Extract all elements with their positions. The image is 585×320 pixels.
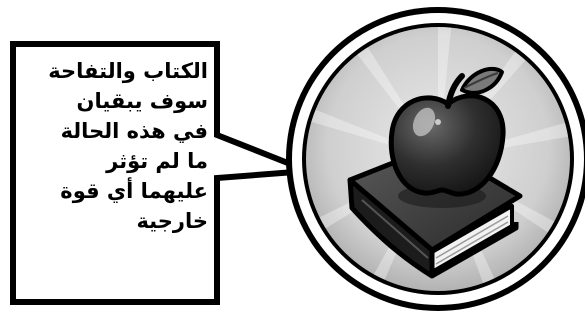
callout-line: الكتاب والتفاحة [24, 56, 208, 86]
callout-line: في هذه الحالة [24, 116, 208, 146]
callout-line: خارجية [24, 206, 208, 236]
callout-text: الكتاب والتفاحة سوف يبقيان في هذه الحالة… [24, 56, 208, 236]
callout-line: ما لم تؤثر [24, 146, 208, 176]
callout-line: سوف يبقيان [24, 86, 208, 116]
callout-line: عليهما أي قوة [24, 176, 208, 206]
